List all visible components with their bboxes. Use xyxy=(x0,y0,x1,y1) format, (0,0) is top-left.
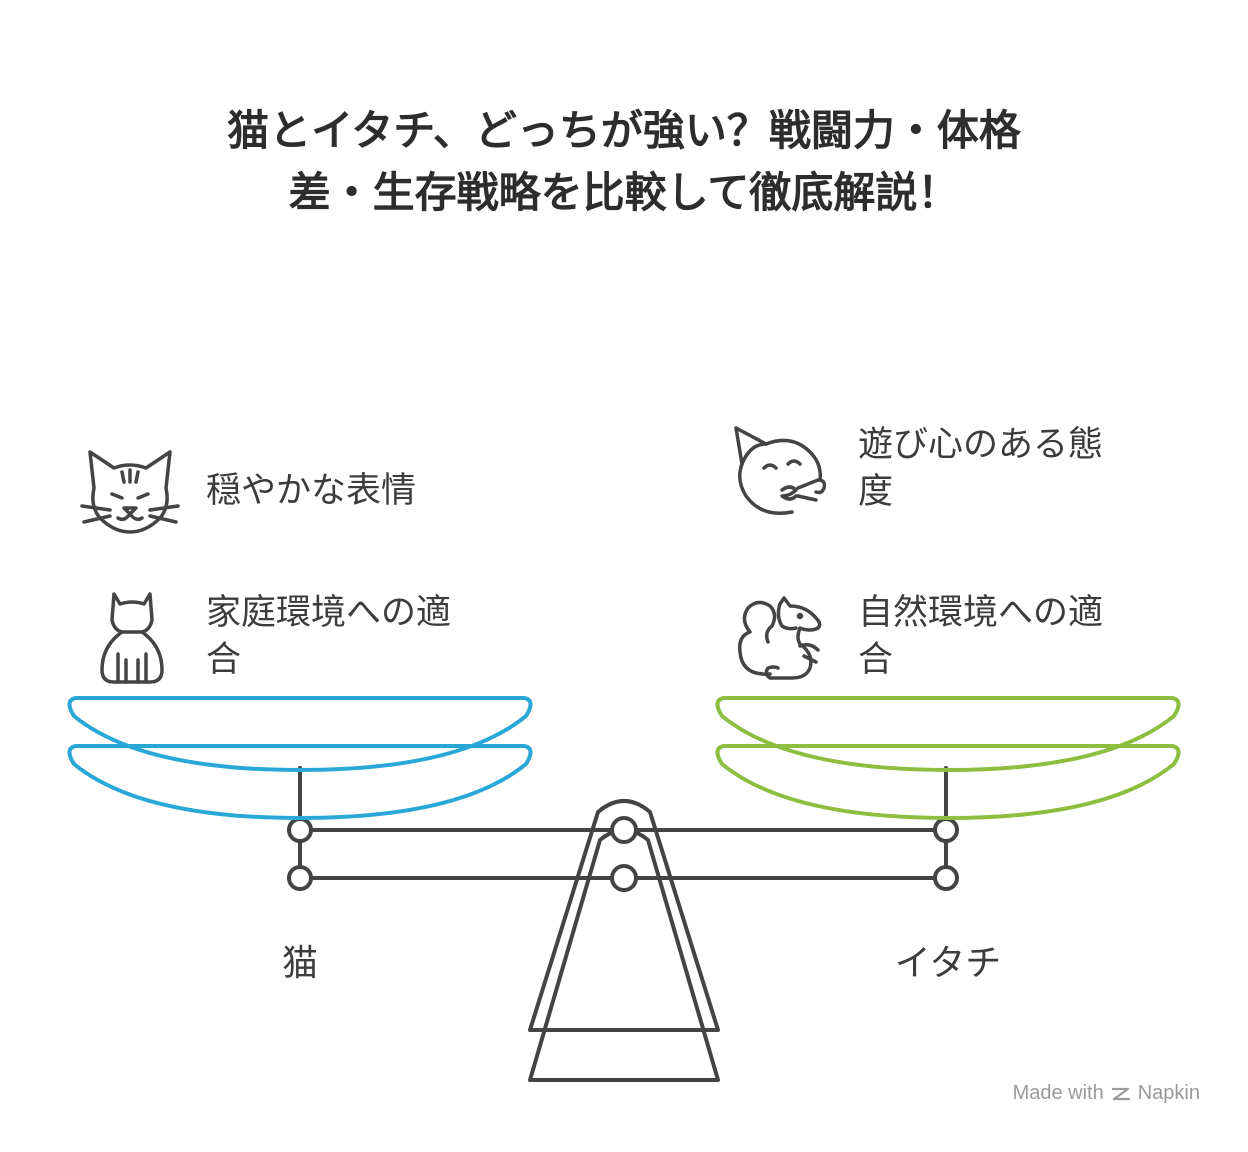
right-joint-upper xyxy=(933,817,959,843)
right-item-2-line1: 自然環境への適 xyxy=(858,593,1104,633)
left-item-2-label: 家庭環境への適 合 xyxy=(206,590,451,684)
left-item-2-line2: 合 xyxy=(206,640,242,680)
left-joint-upper xyxy=(287,817,313,843)
credit-prefix: Made with xyxy=(1012,1082,1104,1104)
right-side-name: イタチ xyxy=(894,943,1002,984)
left-side-name: 猫 xyxy=(281,943,318,984)
napkin-credit: Made with Napkin xyxy=(1013,1082,1200,1105)
right-item-1-label: 遊び心のある態 度 xyxy=(858,422,1103,516)
right-item-1-line2: 度 xyxy=(858,472,894,512)
left-item-2-line1: 家庭環境への適 xyxy=(206,593,452,633)
napkin-logo-icon xyxy=(1111,1087,1130,1100)
pivot-lower xyxy=(610,864,638,892)
title-line-2: 差・生存戦略を比較して徹底解説！ xyxy=(288,168,960,217)
right-pan-upper xyxy=(715,696,1181,772)
right-pan-lower xyxy=(715,744,1181,820)
page-title: 猫とイタチ、どっちが強い？戦闘力・体格 差・生存戦略を比較して徹底解説！ xyxy=(0,100,1248,224)
cat-face-icon xyxy=(80,450,180,534)
pivot-upper xyxy=(610,816,638,844)
right-item-2-line2: 合 xyxy=(858,640,894,680)
left-item-1-label: 穏やかな表情 xyxy=(206,468,416,515)
scale-base-front xyxy=(528,799,720,1032)
playful-face-icon xyxy=(734,426,827,515)
credit-brand: Napkin xyxy=(1137,1082,1200,1104)
left-joint-lower xyxy=(287,865,313,891)
sitting-cat-icon xyxy=(100,592,164,684)
left-item-1-line1: 穏やかな表情 xyxy=(206,471,417,511)
squirrel-icon xyxy=(737,596,822,680)
left-pan-upper xyxy=(67,696,533,772)
right-item-2-label: 自然環境への適 合 xyxy=(858,590,1103,684)
title-line-1: 猫とイタチ、どっちが強い？戦闘力・体格 xyxy=(227,106,1021,155)
right-joint-lower xyxy=(933,865,959,891)
right-item-1-line1: 遊び心のある態 xyxy=(858,425,1104,465)
left-pan-lower xyxy=(67,744,533,820)
